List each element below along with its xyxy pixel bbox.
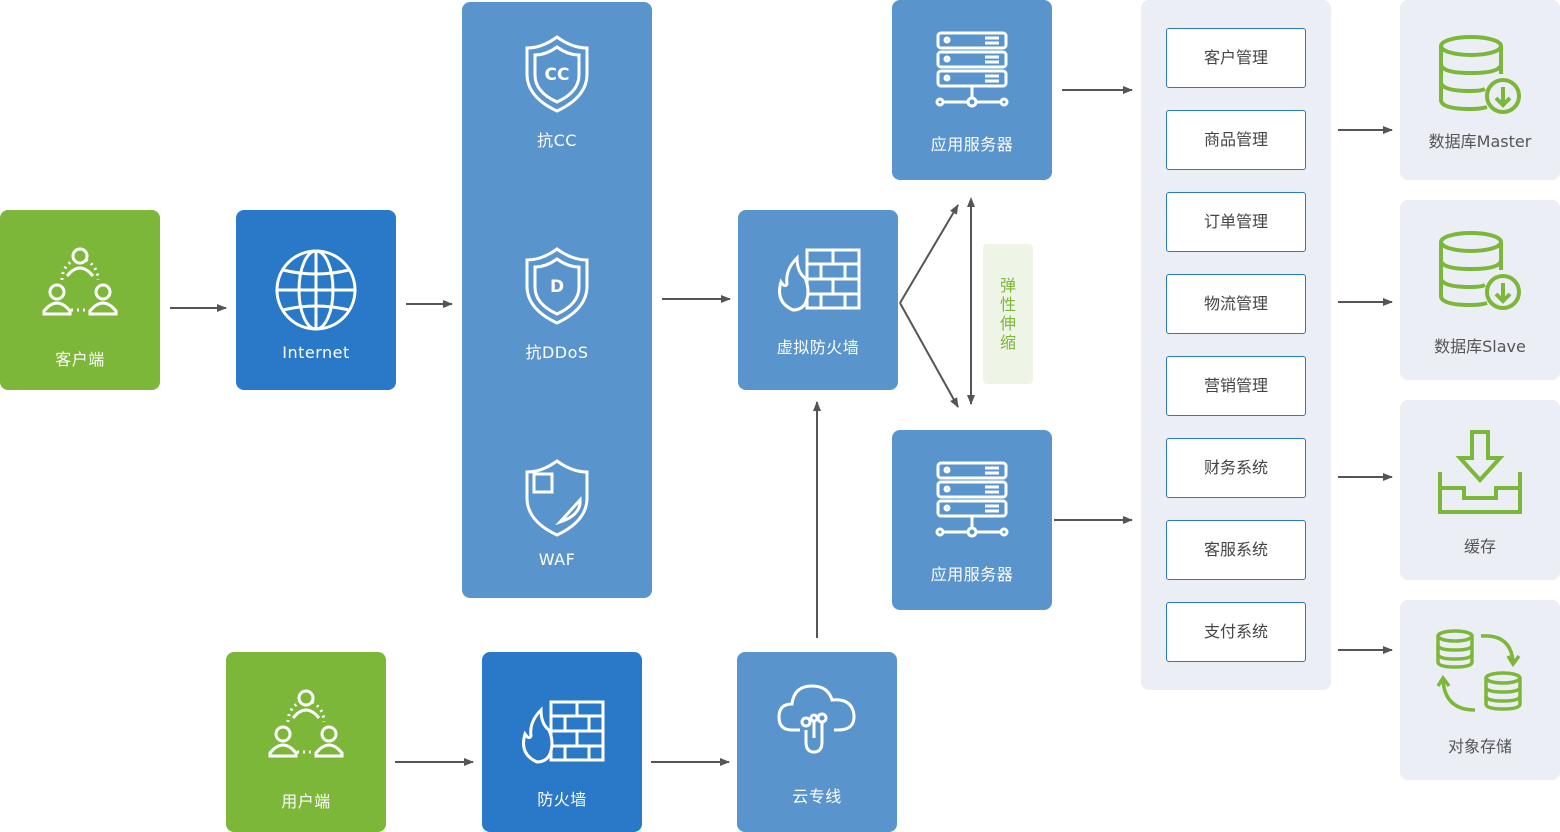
firewall-node: 防火墙 — [482, 652, 642, 832]
module-service-system: 客服系统 — [1166, 520, 1306, 580]
svg-text:CC: CC — [545, 65, 570, 85]
firewall-icon — [522, 700, 605, 764]
cloud-line-node: 云专线 — [737, 652, 897, 832]
internet-node: Internet — [236, 210, 396, 390]
user-node: 用户端 — [226, 652, 386, 832]
shield-cc-icon: CC — [525, 35, 589, 113]
inbox-download-icon — [1438, 430, 1522, 514]
client-node: 客户端 — [0, 210, 160, 390]
module-customer-mgmt: 客户管理 — [1166, 28, 1306, 88]
db-slave-node: 数据库Slave — [1400, 200, 1560, 380]
db-master-node: 数据库Master — [1400, 0, 1560, 180]
cloud-icon — [777, 684, 856, 754]
cache-node: 缓存 — [1400, 400, 1560, 580]
module-marketing-mgmt: 营销管理 — [1166, 356, 1306, 416]
svg-text:D: D — [550, 277, 564, 297]
server-icon — [935, 461, 1009, 538]
database-download-icon — [1439, 35, 1521, 114]
db-master-label: 数据库Master — [1428, 132, 1532, 151]
anti-ddos-label: 抗DDoS — [525, 343, 589, 362]
security-column: CC 抗CC D 抗DDoS WAF — [462, 2, 652, 598]
shield-ddos-icon: D — [525, 247, 589, 325]
elastic-char-1: 弹 — [999, 276, 1016, 295]
elastic-char-3: 伸 — [999, 314, 1016, 333]
module-logistics-mgmt: 物流管理 — [1166, 274, 1306, 334]
server-icon — [935, 31, 1009, 108]
waf-label: WAF — [538, 550, 576, 569]
app-server-bottom-label: 应用服务器 — [930, 565, 1014, 584]
elastic-scaling-badge: 弹 性 伸 缩 — [983, 244, 1033, 384]
anti-cc-label: 抗CC — [537, 131, 577, 150]
module-order-mgmt: 订单管理 — [1166, 192, 1306, 252]
firewall-label: 防火墙 — [537, 790, 587, 809]
module-product-mgmt: 商品管理 — [1166, 110, 1306, 170]
elastic-char-2: 性 — [999, 295, 1016, 314]
app-server-top-node: 应用服务器 — [892, 0, 1052, 180]
module-payment-system: 支付系统 — [1166, 602, 1306, 662]
object-storage-node: 对象存储 — [1400, 600, 1560, 780]
shield-waf-icon — [525, 459, 589, 537]
virtual-firewall-node: 虚拟防火墙 — [738, 210, 898, 390]
storage-sync-icon — [1436, 629, 1522, 712]
user-label: 用户端 — [281, 792, 331, 811]
virtual-firewall-label: 虚拟防火墙 — [776, 338, 860, 357]
arrow-vfw-app-bottom — [899, 302, 959, 408]
modules-panel: 客户管理 商品管理 订单管理 物流管理 营销管理 财务系统 客服系统 支付系统 — [1141, 0, 1331, 690]
app-server-top-label: 应用服务器 — [930, 135, 1014, 154]
internet-label: Internet — [282, 343, 350, 362]
db-slave-label: 数据库Slave — [1434, 337, 1526, 356]
object-storage-label: 对象存储 — [1447, 737, 1512, 756]
arrow-vfw-app-top — [899, 204, 959, 304]
users-icon — [268, 689, 344, 758]
app-server-bottom-node: 应用服务器 — [892, 430, 1052, 610]
firewall-icon — [778, 248, 861, 312]
globe-icon — [275, 249, 357, 331]
elastic-char-4: 缩 — [999, 333, 1016, 352]
cache-label: 缓存 — [1463, 537, 1496, 556]
users-icon — [42, 247, 118, 316]
client-label: 客户端 — [55, 350, 105, 369]
database-download-icon — [1439, 231, 1521, 310]
module-finance-system: 财务系统 — [1166, 438, 1306, 498]
cloud-line-label: 云专线 — [792, 787, 842, 806]
